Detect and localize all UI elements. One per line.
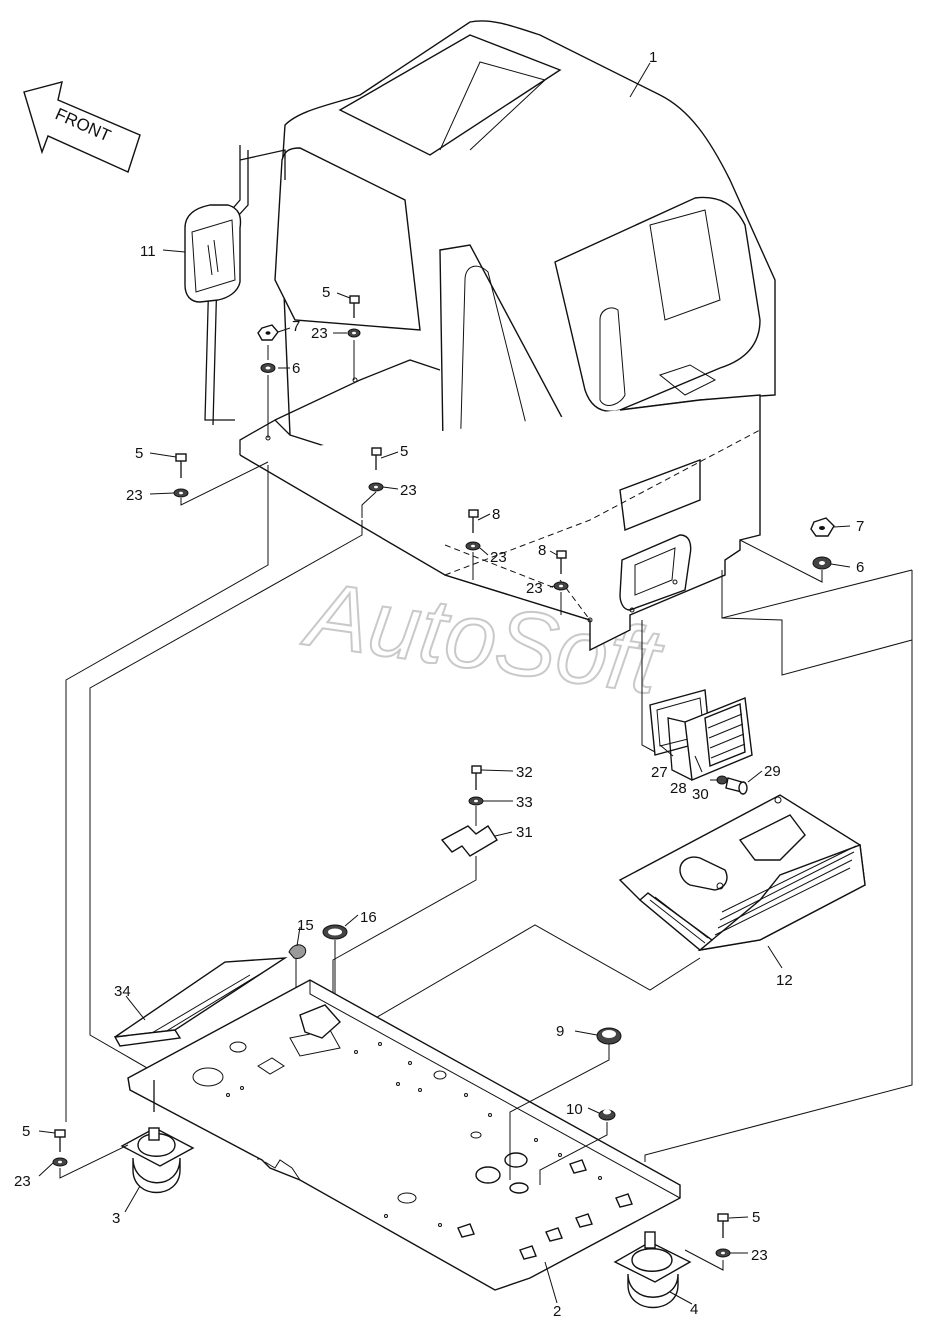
callout-31: 31	[516, 824, 533, 841]
callout-1: 1	[649, 49, 657, 66]
grommet-16	[322, 924, 348, 940]
fastener-nut-7a	[257, 324, 279, 341]
callout-5: 5	[400, 443, 408, 460]
fastener-bolt-5a	[349, 295, 360, 318]
callout-7: 7	[292, 318, 300, 335]
callout-16: 16	[360, 909, 377, 926]
callout-32: 32	[516, 764, 533, 781]
fastener-washer-23a	[347, 328, 361, 338]
callout-5: 5	[752, 1209, 760, 1226]
duct-washer-30	[716, 775, 728, 785]
grommet-10	[598, 1109, 616, 1121]
fastener-washer-6b	[812, 556, 832, 570]
callout-6: 6	[856, 559, 864, 576]
callout-33: 33	[516, 794, 533, 811]
callout-5: 5	[322, 284, 330, 301]
duct-louver-28	[667, 697, 753, 782]
fastener-bolt-5c	[371, 447, 382, 470]
callout-7: 7	[856, 518, 864, 535]
rubber-mount-3	[120, 1080, 195, 1194]
washer-23f	[52, 1157, 68, 1167]
front-direction-arrow: FRONT	[23, 81, 141, 173]
callout-6: 6	[292, 360, 300, 377]
fastener-washer-23e	[553, 581, 569, 591]
callout-15: 15	[297, 917, 314, 934]
callout-5: 5	[22, 1123, 30, 1140]
floor-mat-34	[113, 957, 288, 1047]
bolt-32	[471, 765, 482, 790]
callout-9: 9	[556, 1023, 564, 1040]
fastener-washer-23c	[368, 482, 384, 492]
washer-23g	[715, 1248, 731, 1258]
callout-23: 23	[400, 482, 417, 499]
callout-23: 23	[751, 1247, 768, 1264]
callout-27: 27	[651, 764, 668, 781]
callout-23: 23	[490, 549, 507, 566]
washer-33	[468, 796, 484, 806]
bracket-31	[440, 825, 498, 857]
callout-34: 34	[114, 983, 131, 1000]
callout-8: 8	[538, 542, 546, 559]
callout-12: 12	[776, 972, 793, 989]
callout-10: 10	[566, 1101, 583, 1118]
callout-28: 28	[670, 780, 687, 797]
rubber-mount-4	[613, 1231, 692, 1309]
callout-5: 5	[135, 445, 143, 462]
fastener-nut-7b	[810, 517, 835, 537]
callout-2: 2	[553, 1303, 561, 1320]
fastener-washer-23d	[465, 541, 481, 551]
fastener-washer-23b	[173, 488, 189, 498]
duct-screw-29	[725, 777, 748, 795]
fastener-washer-6a	[260, 363, 276, 373]
callout-11: 11	[140, 243, 156, 260]
callout-23: 23	[126, 487, 143, 504]
controller-unit-12	[618, 794, 866, 952]
fastener-bolt-5b	[175, 453, 187, 478]
callout-4: 4	[690, 1301, 698, 1318]
bolt-5e	[717, 1213, 729, 1238]
fastener-bolt-8a	[468, 509, 479, 533]
callout-29: 29	[764, 763, 781, 780]
callout-23: 23	[14, 1173, 31, 1190]
floor-plate-2	[127, 979, 681, 1291]
bolt-5d	[54, 1129, 66, 1152]
callout-3: 3	[112, 1210, 120, 1227]
cab-assembly	[239, 20, 776, 652]
callout-30: 30	[692, 786, 709, 803]
callout-23: 23	[526, 580, 543, 597]
plug-15	[288, 944, 307, 959]
callout-23: 23	[311, 325, 328, 342]
rear-view-mirror	[184, 145, 286, 426]
plug-9	[596, 1027, 622, 1045]
callout-8: 8	[492, 506, 500, 523]
